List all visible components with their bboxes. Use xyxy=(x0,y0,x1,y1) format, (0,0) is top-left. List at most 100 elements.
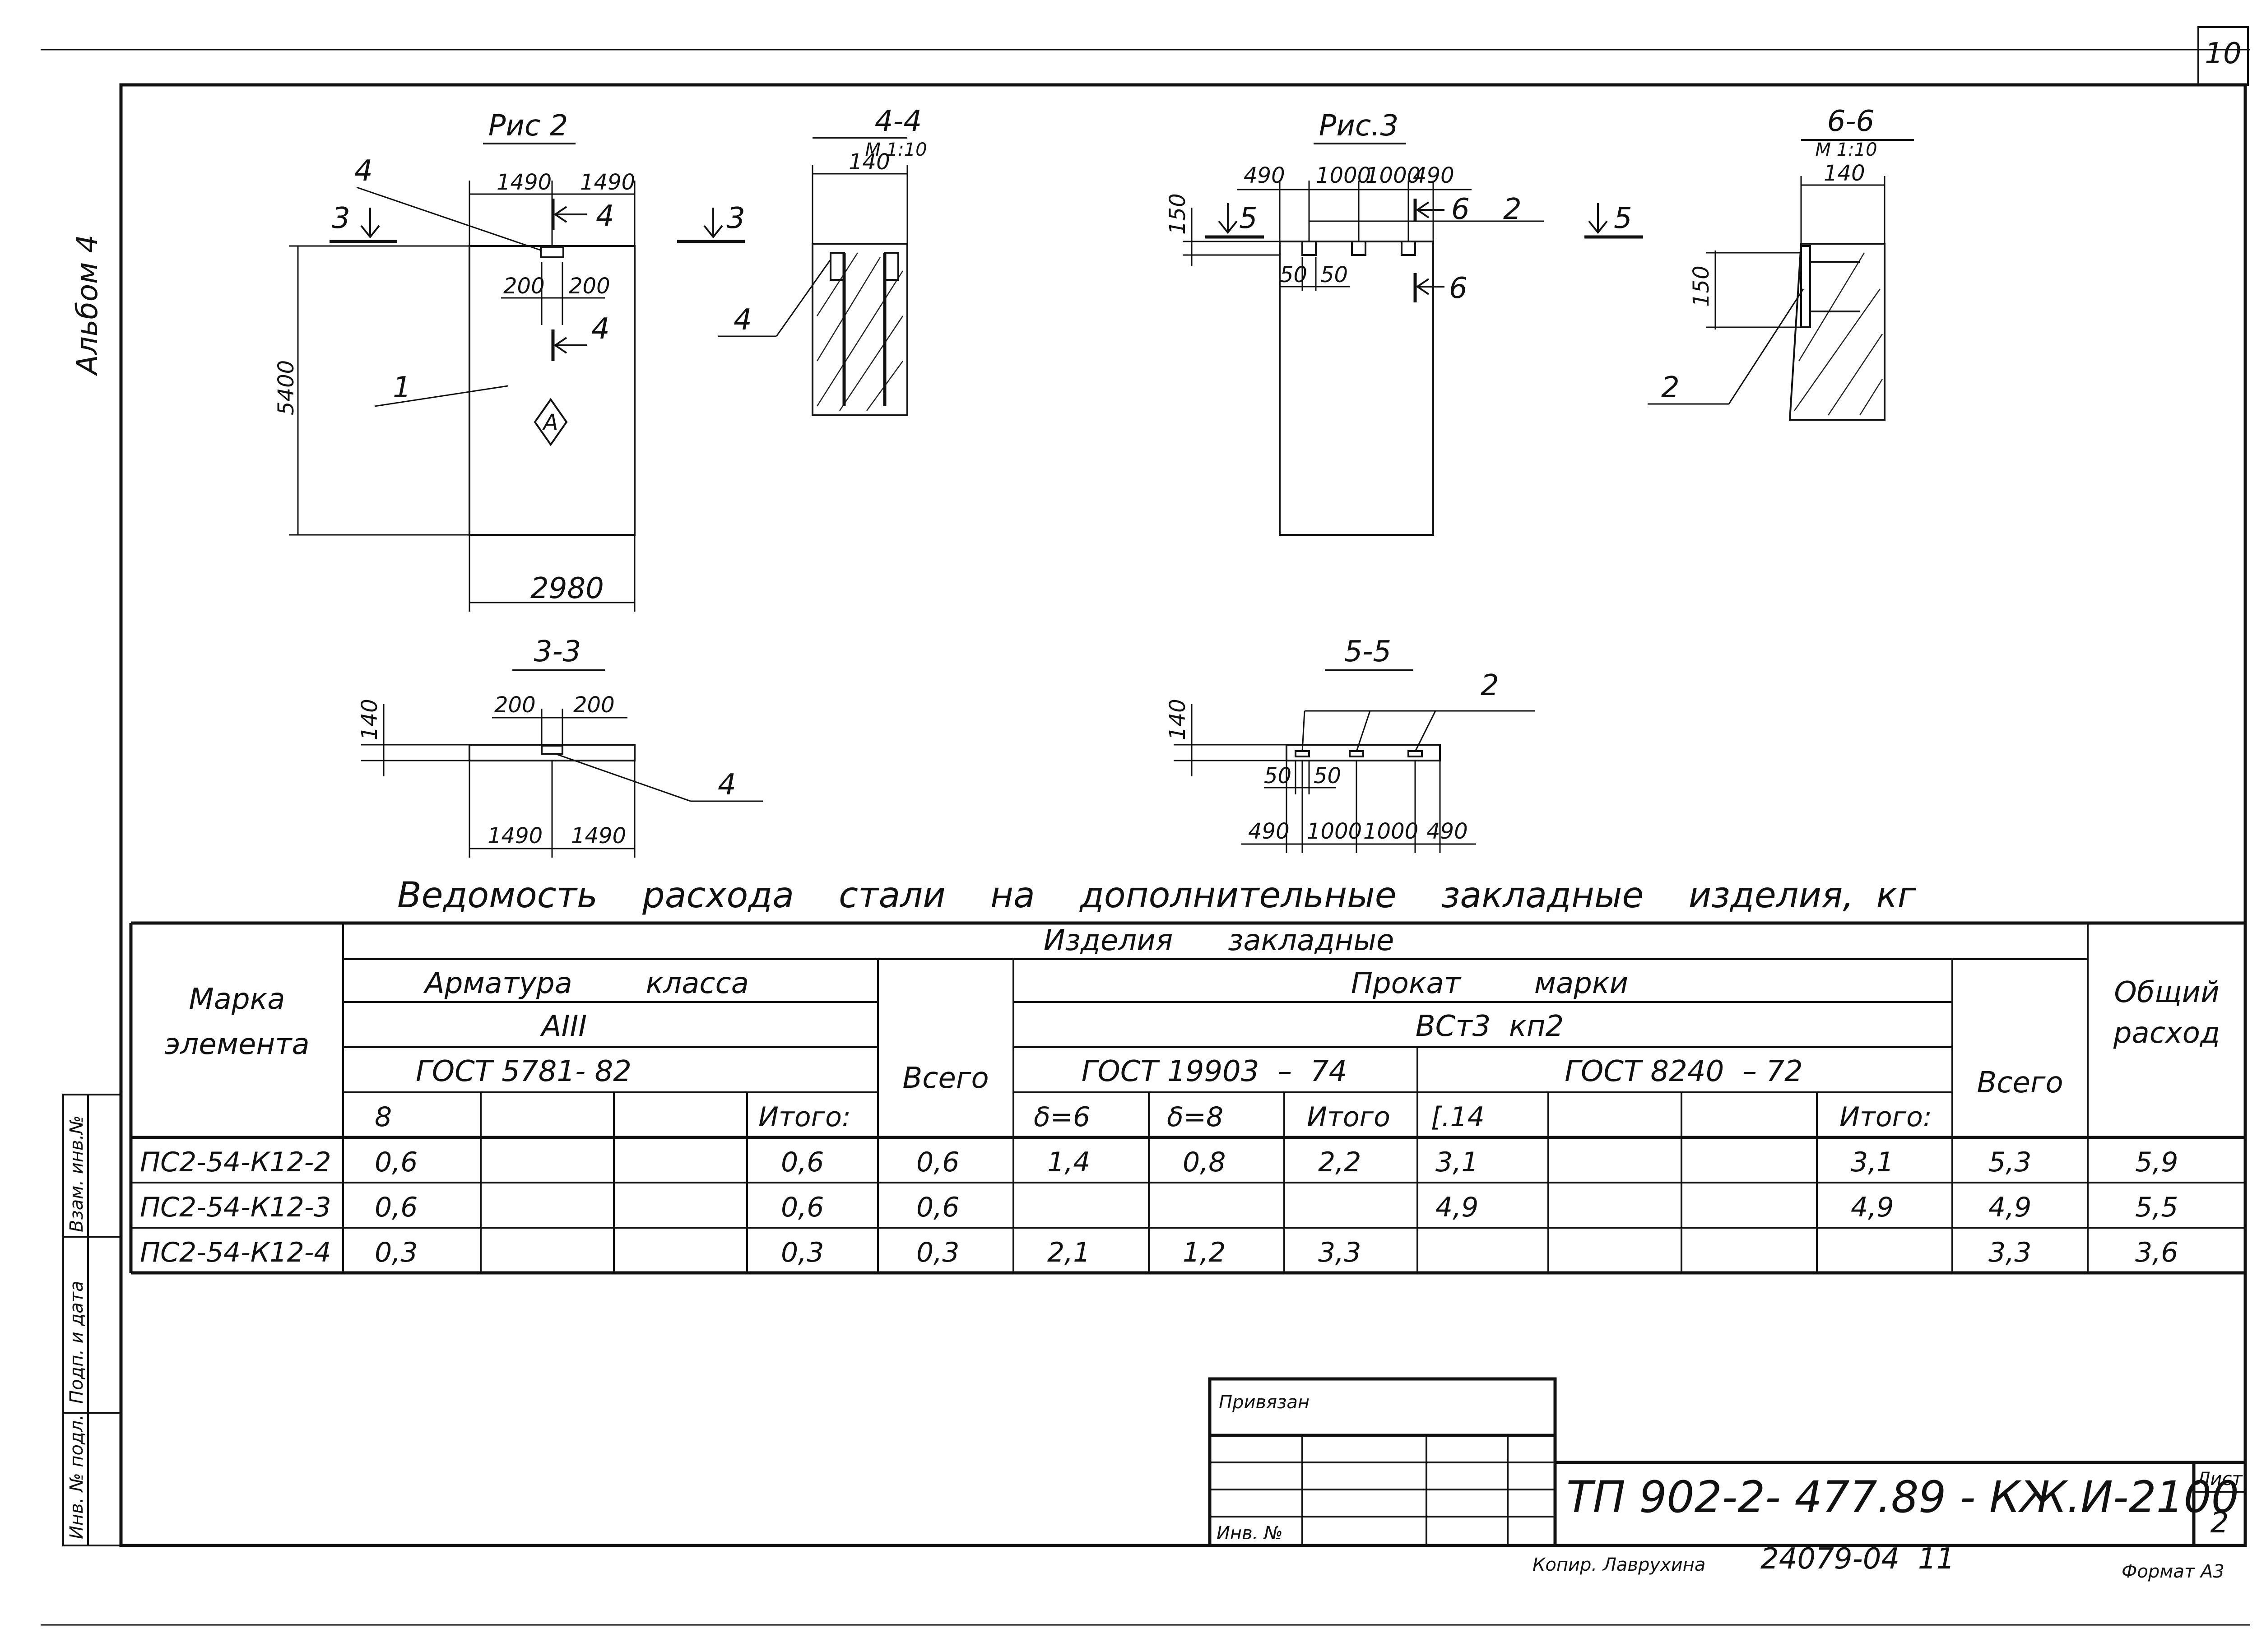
row1-d8: 0,8 xyxy=(1183,1146,1226,1178)
steel-table: Изделия закладные Марка элемента Арматур… xyxy=(129,921,2245,1275)
sec55-dim-s1: 50 xyxy=(1264,763,1291,789)
th-sub-itogo-a: Итого: xyxy=(758,1101,851,1133)
page-number: 10 xyxy=(2205,37,2241,70)
fig2-mark: А xyxy=(542,410,558,435)
sec44-body xyxy=(812,243,908,416)
fig2-pos4: 4 xyxy=(354,154,373,188)
album-label: Альбом 4 xyxy=(71,235,104,376)
th-obshchiy-2: расход xyxy=(2113,1016,2220,1050)
fig3-dim-d2: 1000 xyxy=(1316,163,1371,188)
th-vsego-1: Всего xyxy=(902,1062,989,1095)
sec44-dim-width: 140 xyxy=(849,149,890,175)
fig2-mark-diamond xyxy=(534,398,568,446)
th-sub-c14: [.14 xyxy=(1431,1101,1485,1133)
row2-total: 5,5 xyxy=(2135,1192,2178,1223)
sec55-dim-b3: 1000 xyxy=(1363,819,1418,844)
sec66-dim-h: 150 xyxy=(1689,265,1714,307)
row2-c14: 4,9 xyxy=(1435,1192,1478,1223)
th-gost5781: ГОСТ 5781- 82 xyxy=(416,1055,632,1088)
row1-itogo: 0,6 xyxy=(781,1146,824,1178)
list-label: Лист xyxy=(2196,1469,2243,1490)
fig2-sec4-bottom: 4 xyxy=(591,312,610,346)
sec44-scale: М 1:10 xyxy=(865,139,927,160)
th-sub-itogo-c: Итого: xyxy=(1839,1101,1932,1133)
row3-itogo2: 3,3 xyxy=(1318,1237,1361,1268)
sec33-pos: 4 xyxy=(718,768,736,802)
row3-vsego1: 0,3 xyxy=(916,1237,959,1268)
row1-itogo3: 3,1 xyxy=(1851,1146,1894,1178)
table-row: ПС2-54-К12-3 0,6 0,6 0,6 4,9 4,9 4,9 5,5 xyxy=(140,1192,2178,1223)
th-prokat: Прокат марки xyxy=(1351,967,1628,1000)
row1-d6: 1,4 xyxy=(1047,1146,1090,1178)
sec33-slab xyxy=(469,744,636,761)
list-number: 2 xyxy=(2211,1506,2229,1540)
sec55-dim-t: 140 xyxy=(1165,699,1190,740)
sec44-pos: 4 xyxy=(734,303,752,337)
row2-mark: ПС2-54-К12-3 xyxy=(140,1192,331,1223)
sec33-title: 3-3 xyxy=(534,635,581,668)
section-3-3: 3-3 140 200 200 1490 1490 4 xyxy=(357,635,763,858)
sec33-dim-g1: 200 xyxy=(494,692,536,718)
th-obshchiy-1: Общий xyxy=(2114,976,2219,1009)
th-sub-d6: δ=6 xyxy=(1034,1101,1090,1133)
row1-total: 5,9 xyxy=(2135,1146,2178,1178)
fig2-sec3-left: 3 xyxy=(332,202,350,235)
fig3-dim-s1: 50 xyxy=(1280,262,1307,288)
fig2-drawing: Рис 2 1490 1490 200 200 5400 2980 4 3 xyxy=(274,109,745,612)
title-block: Привязан Инв. № Лист 2 ТП 902-2- 477.89 … xyxy=(1208,1377,2245,1582)
row1-mark: ПС2-54-К12-2 xyxy=(140,1146,331,1178)
format-label: Формат А3 xyxy=(2122,1561,2224,1582)
fig3-dim-d3: 1000 xyxy=(1365,163,1421,188)
row1-c8: 0,6 xyxy=(375,1146,418,1178)
row2-vsego2: 4,9 xyxy=(1988,1192,2031,1223)
privyazan-label: Привязан xyxy=(1219,1392,1310,1413)
table-row: ПС2-54-К12-2 0,6 0,6 0,6 1,4 0,8 2,2 3,1… xyxy=(140,1146,2178,1178)
row3-c8: 0,3 xyxy=(375,1237,418,1268)
row3-mark: ПС2-54-К12-4 xyxy=(140,1237,331,1268)
fig3-sec5-left: 5 xyxy=(1239,202,1258,235)
th-gost8240: ГОСТ 8240 – 72 xyxy=(1565,1055,1803,1088)
sec55-dim-b2: 1000 xyxy=(1307,819,1362,844)
fig2-pos1: 1 xyxy=(393,371,411,404)
th-sub-8: 8 xyxy=(375,1101,392,1133)
th-sub-d8: δ=8 xyxy=(1167,1101,1223,1133)
page-number-box xyxy=(2197,26,2249,86)
fig3-dim-d4: 490 xyxy=(1413,163,1454,188)
sec55-pos: 2 xyxy=(1481,669,1499,702)
fig2-dim-top-right: 1490 xyxy=(580,170,635,195)
row3-d8: 1,2 xyxy=(1183,1237,1226,1268)
row2-vsego1: 0,6 xyxy=(916,1192,959,1223)
side-stamp-inv-podl: Инв. № подл. xyxy=(66,1415,87,1539)
fig3-sec5-right: 5 xyxy=(1614,202,1632,235)
fig3-dim-h: 150 xyxy=(1165,193,1190,235)
inv-no-label: Инв. № xyxy=(1217,1523,1283,1544)
th-marka-2: элемента xyxy=(164,1028,309,1061)
sec66-dim-width: 140 xyxy=(1824,161,1865,186)
th-marka-1: Марка xyxy=(189,983,285,1016)
sec55-dim-b4: 490 xyxy=(1426,819,1468,844)
row3-total: 3,6 xyxy=(2135,1237,2178,1268)
order-number: 24079-04 11 xyxy=(1760,1542,1955,1576)
fig3-drawing: Рис.3 490 1000 1000 490 50 50 150 5 xyxy=(1165,109,1643,536)
row3-vsego2: 3,3 xyxy=(1988,1237,2031,1268)
sec55-slab xyxy=(1286,744,1441,761)
th-sub-itogo-b: Итого xyxy=(1307,1101,1390,1133)
th-gost19903: ГОСТ 19903 – 74 xyxy=(1082,1055,1347,1088)
table-row: ПС2-54-К12-4 0,3 0,3 0,3 2,1 1,2 3,3 3,3… xyxy=(140,1237,2178,1268)
section-5-5: 5-5 140 2 50 50 490 1000 1000 490 xyxy=(1165,635,1535,853)
fig2-dim-width: 2980 xyxy=(530,572,604,605)
fig3-title: Рис.3 xyxy=(1319,109,1398,143)
sec55-dim-s2: 50 xyxy=(1314,763,1341,789)
section-6-6: 6-6 М 1:10 140 150 2 xyxy=(1648,105,1914,421)
row1-c14: 3,1 xyxy=(1435,1146,1478,1178)
sec44-title: 4-4 xyxy=(875,105,922,138)
fig2-title: Рис 2 xyxy=(488,109,568,143)
fig3-sec6-bottom: 6 xyxy=(1449,272,1468,305)
side-stamp-vzam-inv: Взам. инв.№ xyxy=(66,1115,87,1232)
th-vsego-2: Всего xyxy=(1977,1066,2063,1100)
sec33-dim-b1: 1490 xyxy=(488,823,543,849)
fig2-dim-top-left: 1490 xyxy=(497,170,552,195)
fig2-dim-gap-right: 200 xyxy=(569,274,610,299)
side-stamp xyxy=(62,1094,122,1546)
